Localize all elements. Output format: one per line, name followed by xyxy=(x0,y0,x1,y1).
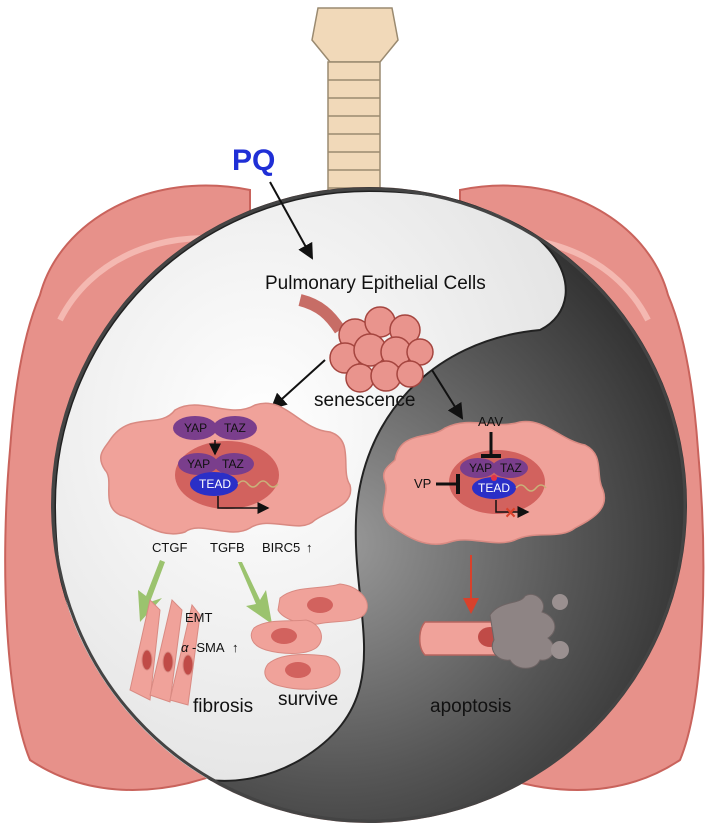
right-tead-label: TEAD xyxy=(478,481,510,495)
arrow-to-right-cell xyxy=(431,369,464,420)
green-arrow-survive xyxy=(238,562,272,624)
alveoli-icon xyxy=(298,294,434,393)
right-yap xyxy=(460,458,496,478)
right-cell: × YAP TAZ TEAD xyxy=(382,420,606,545)
right-bond-dot xyxy=(491,475,497,481)
left-dna-icon xyxy=(237,480,279,488)
sma-label: -SMA xyxy=(192,640,225,655)
trachea xyxy=(311,7,399,213)
senescence-label: senescence xyxy=(314,390,415,411)
alpha-label: α xyxy=(181,640,189,655)
right-yap-label: YAP xyxy=(469,461,492,475)
left-yap-nuc xyxy=(178,453,218,475)
left-taz-label: TAZ xyxy=(224,421,246,435)
aav-label: AAV xyxy=(478,414,503,429)
apoptotic-cell-icon xyxy=(419,594,569,669)
tgfb-label: TGFB xyxy=(210,540,245,555)
left-tead xyxy=(190,472,238,496)
birc5-label: BIRC5 xyxy=(262,540,300,555)
ctgf-label: CTGF xyxy=(152,540,187,555)
left-yap-label: YAP xyxy=(184,421,207,435)
apoptosis-label: apoptosis xyxy=(430,696,511,717)
pq-label: PQ xyxy=(232,144,275,177)
right-tead xyxy=(472,477,516,499)
pq-arrow xyxy=(269,181,313,260)
right-transcription-arrow xyxy=(495,500,530,518)
birc5-up-arrow: ↑ xyxy=(306,540,313,555)
left-taz-nuc xyxy=(214,453,254,475)
right-dna-icon xyxy=(515,484,547,492)
blocked-mark: × xyxy=(505,503,516,524)
circle-outline xyxy=(51,187,687,823)
left-cell: YAP TAZ YAP TAZ TEAD xyxy=(100,402,352,535)
left-yap-nuc-label: YAP xyxy=(187,457,210,471)
fibroblasts-icon xyxy=(129,599,201,706)
survive-label: survive xyxy=(278,689,338,710)
left-taz-nuc-label: TAZ xyxy=(222,457,244,471)
right-taz xyxy=(492,458,528,478)
arrow-to-left-cell xyxy=(270,359,326,410)
cell-type-label: Pulmonary Epithelial Cells xyxy=(265,273,486,294)
vp-label: VP xyxy=(414,476,431,491)
left-taz-cyto xyxy=(213,416,257,440)
sma-up-arrow: ↑ xyxy=(232,640,239,655)
right-taz-label: TAZ xyxy=(500,461,522,475)
left-tead-label: TEAD xyxy=(199,477,231,491)
emt-label: EMT xyxy=(185,610,213,625)
green-arrow-fibrosis xyxy=(138,560,165,622)
surviving-cells-icon xyxy=(250,583,368,690)
left-yap-cyto xyxy=(173,416,217,440)
fibrosis-label: fibrosis xyxy=(193,696,253,717)
left-transcription-arrow xyxy=(217,496,270,514)
